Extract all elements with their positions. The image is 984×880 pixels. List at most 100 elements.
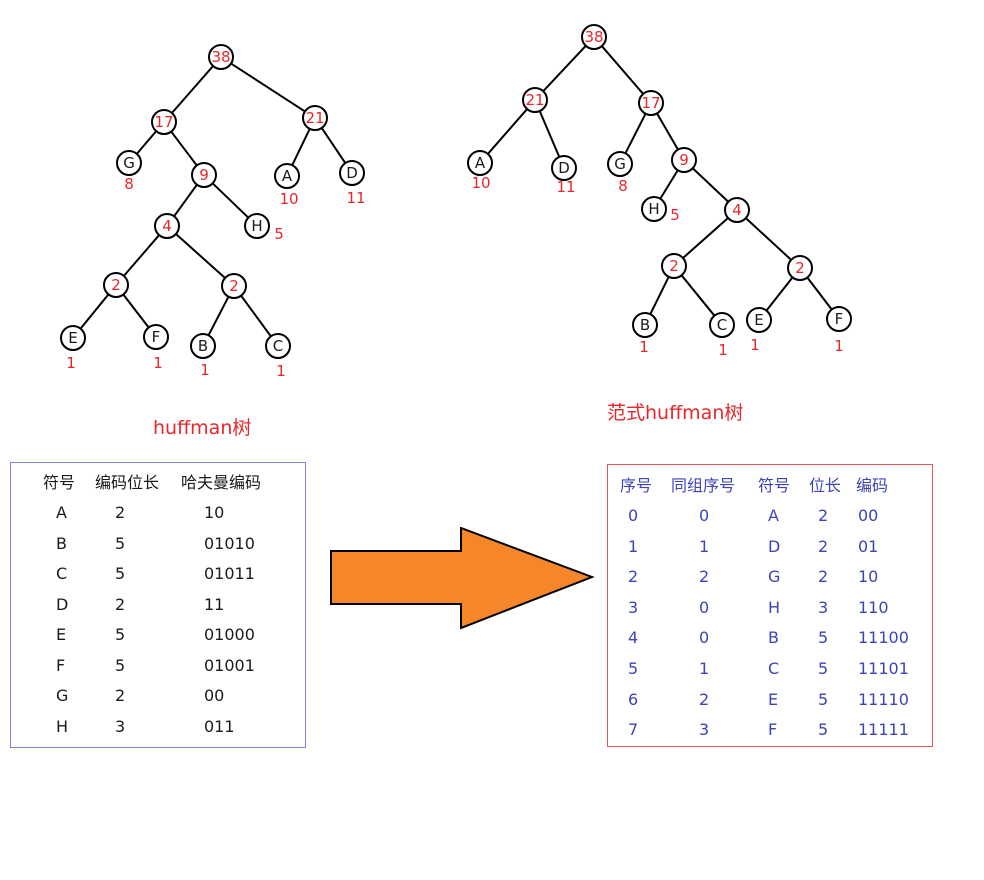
tree-edge [230, 62, 306, 113]
table-cell: 5 [115, 564, 126, 583]
table-cell: 0 [628, 506, 639, 525]
internal-node-9: 9 [191, 162, 217, 188]
table-cell: 0 [699, 628, 710, 648]
table-cell: D [56, 594, 69, 614]
table-cell: B [56, 533, 67, 553]
leaf-weight: 11 [346, 189, 365, 207]
table-header: 符号 [758, 476, 791, 495]
tree-edge [692, 167, 729, 203]
leaf-weight: 1 [639, 338, 649, 356]
node-label: H [251, 217, 262, 235]
node-label: C [717, 316, 727, 334]
node-circle [746, 307, 772, 333]
table-header: 同组序号 [671, 476, 736, 495]
table-cell: 2 [818, 567, 829, 587]
table-cell: 6 [628, 689, 639, 709]
leaf-node-A: A10 [467, 150, 493, 192]
internal-node-21: 21 [522, 87, 548, 113]
leaf-weight: 10 [279, 190, 298, 208]
right-arrow [330, 527, 595, 630]
table-cell: 11 [204, 594, 225, 614]
node-circle [787, 255, 813, 281]
table-cell: C [56, 564, 68, 583]
table-cell: 01000 [204, 625, 255, 644]
node-label: B [198, 337, 208, 355]
table-cell: A [56, 503, 67, 522]
node-circle [221, 273, 247, 299]
table-header: 序号 [620, 476, 653, 495]
tree-edge [765, 276, 794, 312]
node-circle [632, 312, 658, 338]
node-circle [709, 312, 735, 338]
internal-node-38: 38 [208, 44, 234, 70]
node-label: F [152, 328, 161, 346]
leaf-weight: 1 [750, 336, 760, 354]
table-cell: 2 [115, 686, 126, 705]
node-label: 4 [162, 217, 172, 235]
table-cell: 11100 [858, 628, 909, 648]
table-cell: 1 [699, 659, 710, 678]
node-label: 9 [199, 166, 209, 184]
leaf-weight: 5 [670, 206, 680, 224]
tree-edge [806, 276, 833, 311]
table-cell: 3 [115, 716, 126, 736]
tree-edge [240, 295, 272, 337]
node-label: G [123, 154, 135, 172]
tree-edge [538, 110, 561, 158]
leaf-node-D: D11 [551, 155, 577, 196]
tree-edge [207, 296, 230, 336]
table-cell: 5 [115, 655, 126, 675]
table-cell: B [768, 628, 779, 648]
node-label: C [273, 337, 283, 355]
table-cell: H [768, 597, 781, 617]
tree-edge [745, 217, 792, 261]
node-circle [190, 333, 216, 359]
node-circle [467, 150, 493, 176]
table-cell: C [768, 659, 780, 678]
internal-node-2: 2 [221, 273, 247, 299]
tree-edge [649, 276, 670, 315]
table-cell: 2 [115, 503, 126, 522]
table-cell: 1 [628, 536, 639, 556]
node-label: 9 [679, 151, 689, 169]
node-circle [641, 196, 667, 222]
node-label: G [614, 155, 626, 173]
arrow-shape [330, 527, 595, 630]
leaf-weight: 1 [276, 362, 286, 380]
node-circle [143, 324, 169, 350]
leaf-weight: 1 [718, 341, 728, 359]
internal-node-4: 4 [154, 213, 180, 239]
node-circle [116, 150, 142, 176]
table-cell: A [768, 506, 779, 525]
table-cell: 0 [699, 597, 710, 617]
leaf-node-C: C1 [265, 333, 291, 380]
node-circle [151, 109, 177, 135]
table-cell: 110 [858, 597, 889, 617]
internal-node-4: 4 [724, 197, 750, 223]
node-label: A [282, 167, 293, 185]
tree-edge [487, 108, 528, 155]
tree-edge [680, 274, 716, 317]
internal-node-17: 17 [638, 90, 664, 116]
node-circle [302, 105, 328, 131]
internal-node-17: 17 [151, 109, 177, 135]
table-cell: 11110 [858, 689, 909, 709]
leaf-node-G: G8 [116, 150, 142, 193]
table-cell: D [768, 536, 781, 556]
table-cell: G [56, 686, 69, 705]
node-label: H [648, 200, 659, 218]
node-label: 2 [669, 257, 679, 275]
canonical-tree-caption: 范式huffman树 [607, 402, 744, 424]
tree-edge [136, 130, 157, 155]
table-cell: 5 [115, 625, 126, 644]
tree-edge [624, 113, 647, 154]
tree-edge [291, 128, 311, 166]
node-label: 2 [111, 276, 121, 294]
node-circle [274, 163, 300, 189]
node-label: 2 [229, 277, 239, 295]
node-label: F [835, 310, 844, 328]
node-circle [154, 213, 180, 239]
